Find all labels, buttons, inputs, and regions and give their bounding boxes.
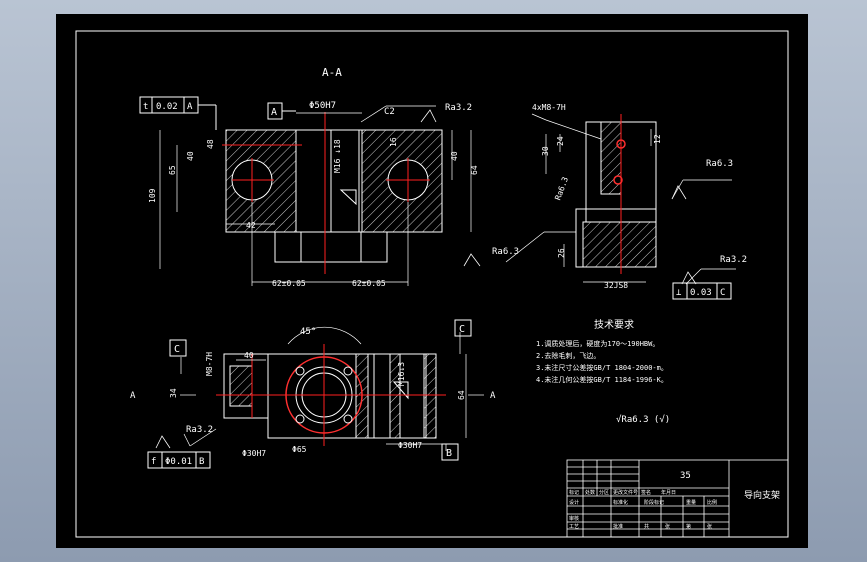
svg-text:0.02: 0.02	[156, 102, 178, 112]
plan-datum-c-left	[169, 339, 187, 357]
dim-109: 109	[148, 188, 157, 203]
svg-text:分区: 分区	[599, 489, 609, 496]
svg-text:阶段标记: 阶段标记	[644, 499, 664, 506]
dim-16: 16	[389, 137, 398, 147]
plan-angle: 45°	[300, 327, 316, 337]
side-thread: 4xM8-7H	[532, 103, 566, 112]
svg-text:审核: 审核	[569, 515, 579, 522]
side-rough-left: Ra6.3	[553, 176, 570, 202]
plan-thread: M8-7H	[205, 352, 214, 376]
plan-tolerance-frame: f Φ0.01 B	[147, 451, 211, 469]
datum-a-label: A	[271, 107, 277, 118]
svg-text:批准: 批准	[613, 523, 623, 530]
section-title: A-A	[322, 66, 342, 79]
dim-40-right: 40	[450, 151, 459, 161]
svg-text:f: f	[151, 457, 156, 467]
title-labels: 标记 处数 分区 更改文件号 签名 年月日 设计 标准化 阶段标记 重量 比例 …	[569, 489, 717, 530]
svg-text:A: A	[187, 102, 193, 112]
svg-text:Φ0.01: Φ0.01	[165, 457, 192, 467]
svg-text:⊥: ⊥	[676, 288, 682, 298]
dimensions-aa	[159, 105, 472, 286]
plan-dim-m16: M16↓3	[397, 362, 406, 386]
inner-border	[75, 30, 789, 538]
rough-general: √Ra6.3 (√)	[616, 414, 670, 425]
svg-text:B: B	[199, 457, 204, 467]
engineering-drawing: A-A t 0.02 A A	[75, 30, 789, 538]
plan-datum-c-left-label: C	[174, 344, 180, 355]
side-dim-30: 30	[541, 146, 550, 156]
plan-datum-c-right	[454, 319, 472, 337]
center-lines-aa	[222, 112, 430, 274]
section-a-right: A	[490, 391, 496, 401]
dim-m16: M16 ↓18	[333, 139, 342, 173]
side-dim-12: 12	[653, 134, 662, 144]
svg-text:0.03: 0.03	[690, 288, 712, 298]
svg-text:标记: 标记	[569, 489, 579, 496]
plan-dim-30h7-left: Φ30H7	[242, 449, 266, 458]
side-tolerance-frame: ⊥ 0.03 C	[672, 282, 732, 300]
dim-42: 42	[246, 221, 256, 230]
plan-rough: Ra3.2	[186, 425, 213, 435]
side-dim-24: 24	[556, 136, 565, 146]
drawing-sheet: A-A t 0.02 A A	[56, 14, 808, 548]
svg-text:重量: 重量	[686, 499, 696, 506]
svg-text:年月日: 年月日	[661, 489, 676, 496]
svg-text:C: C	[720, 288, 725, 298]
svg-text:工艺: 工艺	[569, 524, 579, 530]
side-dim-26: 26	[557, 248, 566, 258]
title-block	[566, 459, 789, 538]
dim-64-right: 64	[470, 165, 479, 175]
plan-dim-64: 64	[457, 390, 466, 400]
plan-dim-65: Φ65	[292, 445, 307, 454]
svg-text:设计: 设计	[569, 499, 579, 506]
svg-text:第: 第	[686, 523, 691, 530]
dim-62-b: 62±0.05	[352, 279, 386, 288]
svg-text:签名: 签名	[641, 489, 651, 496]
dim-65: 65	[168, 165, 177, 175]
side-rough-br: Ra3.2	[720, 255, 747, 265]
notes-title: 技术要求	[594, 318, 634, 331]
dim-chamfer: C2	[384, 107, 395, 117]
note-4: 4.未注几何公差按GB/T 1184-1996-K。	[536, 375, 668, 384]
svg-text:张: 张	[707, 523, 712, 530]
dimensions-side	[505, 113, 736, 285]
svg-text:t: t	[143, 102, 148, 112]
dim-62-a: 62±0.05	[272, 279, 306, 288]
plan-dim-30h7-right: Φ30H7	[398, 441, 422, 450]
plan-dim-34: 34	[169, 388, 178, 398]
dim-bore-top: Φ50H7	[309, 101, 336, 111]
plan-datum-b-label: B	[446, 448, 452, 459]
svg-text:更改文件号: 更改文件号	[613, 489, 638, 496]
plan-dim-40: 40	[244, 351, 254, 360]
svg-text:标准化: 标准化	[613, 499, 628, 506]
center-lines-plan	[216, 344, 446, 446]
section-a-left: A	[130, 391, 136, 401]
svg-text:处数: 处数	[585, 489, 595, 496]
plan-datum-b	[441, 443, 459, 461]
side-rough-right: Ra6.3	[706, 159, 733, 169]
svg-text:共: 共	[644, 523, 649, 530]
dimensions-plan	[180, 326, 484, 451]
title-part-name: 导向支架	[744, 489, 780, 501]
side-view	[575, 121, 657, 268]
side-dim-32: 32JS8	[604, 281, 628, 290]
dim-40-left: 40	[186, 151, 195, 161]
rough-top: Ra3.2	[445, 103, 472, 113]
note-1: 1.调质处理后，硬度为170～190HBW。	[536, 339, 659, 348]
note-3: 3.未注尺寸公差按GB/T 1804-2000-m。	[536, 363, 668, 372]
side-rough-bottom-left: Ra6.3	[492, 247, 519, 257]
dim-48: 48	[206, 139, 215, 149]
svg-text:张: 张	[665, 523, 670, 530]
plan-datum-c-right-label: C	[459, 324, 465, 335]
tolerance-frame-top: t 0.02 A	[139, 96, 217, 130]
title-material: 35	[680, 471, 691, 481]
svg-text:比例: 比例	[707, 499, 717, 506]
note-2: 2.去除毛刺，飞边。	[536, 351, 600, 360]
